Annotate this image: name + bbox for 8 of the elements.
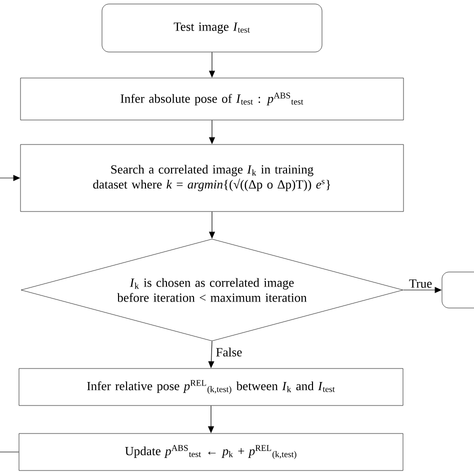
- terminal-box: Test image I$_{test}$: [102, 4, 322, 52]
- process-box: Search a correlated image I$_{k}$ in training dataset where k = argmin{(√((Δp o Δp)T)) e$^{s}$}: [20, 144, 404, 212]
- process-box: Infer relative pose p$^{REL}$$_{(k,test)}$ between I$_{k}$ and I$_{test}$: [18, 368, 404, 406]
- edge-label: False: [214, 346, 244, 358]
- terminal-box: [442, 272, 474, 308]
- process-box: Update p$^{ABS}$$_{test}$ ← p$_{k}$ + p$^{REL}$(k,test): [18, 433, 404, 471]
- edge-label: True: [408, 278, 434, 289]
- process-box: Infer absolute pose of I$_{test}$ : p$^{ABS}$test: [20, 78, 404, 120]
